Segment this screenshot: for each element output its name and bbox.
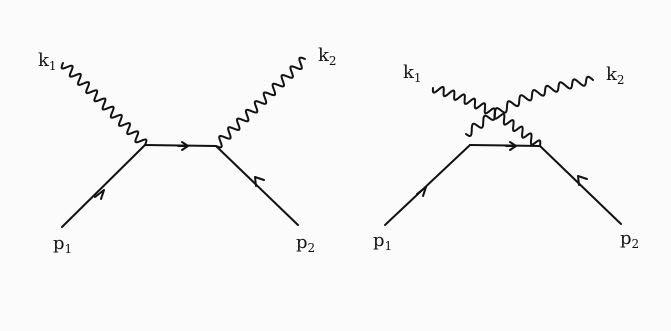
left-photon-k2	[215, 56, 306, 149]
right-p2-label: p2	[620, 228, 639, 251]
left-arrow-lower-left	[94, 189, 105, 200]
left-photon-k1	[60, 62, 148, 146]
left-p2-label: p2	[296, 232, 315, 255]
left-feynman-diagram: k1 k2 p1 p2	[38, 45, 337, 256]
left-k1-label: k1	[38, 50, 57, 73]
right-arrow-middle	[505, 141, 517, 151]
left-incoming-fermion-line-right	[215, 145, 299, 226]
left-arrow-lower-right	[254, 176, 265, 187]
right-p1-label: p1	[373, 230, 392, 253]
right-k1-label: k1	[403, 62, 422, 85]
right-incoming-fermion-line-right	[539, 145, 622, 225]
right-arrow-lower-left	[416, 186, 427, 197]
right-propagator-line	[469, 144, 541, 147]
right-incoming-fermion-line	[384, 144, 471, 226]
right-photon-k2	[465, 75, 594, 138]
right-photon-k1	[431, 85, 542, 147]
right-arrow-lower-right	[577, 175, 588, 186]
right-k2-label: k2	[606, 64, 625, 87]
left-arrow-middle	[177, 141, 189, 151]
left-p1-label: p1	[53, 233, 72, 256]
right-feynman-diagram: k1 k2 p1 p2	[373, 62, 639, 253]
left-incoming-fermion-line	[61, 144, 146, 228]
left-k2-label: k2	[318, 45, 337, 68]
